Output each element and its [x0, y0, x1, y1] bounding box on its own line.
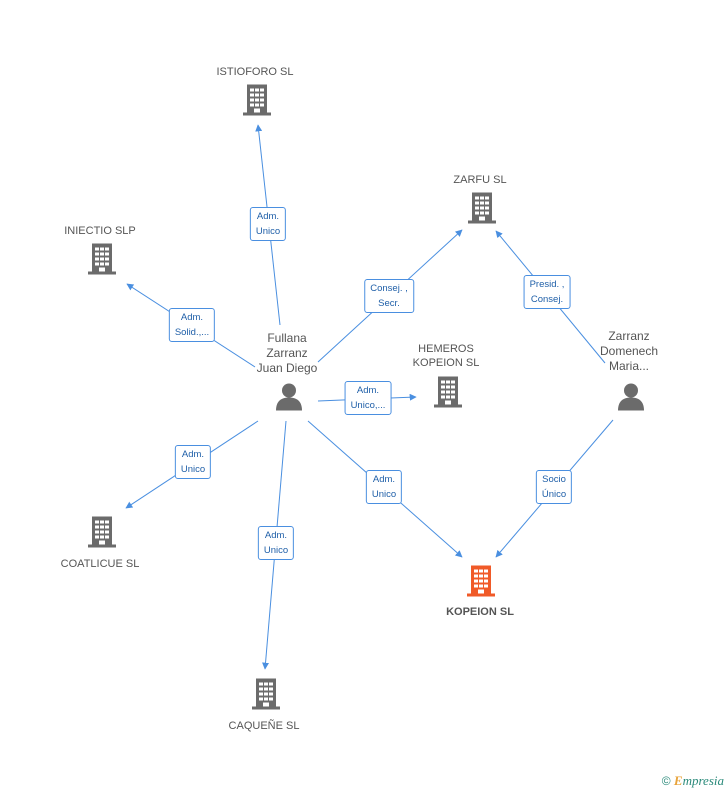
- edge-label-line1: Adm.: [372, 474, 396, 485]
- edge-label-line1: Adm.: [356, 385, 380, 396]
- zarfu-building-icon[interactable]: [466, 191, 498, 230]
- hemeros-label-line2: KOPEION SL: [412, 357, 480, 369]
- footer-brand: © Empresia: [662, 773, 724, 789]
- coatlicue-label: COATLICUE SL: [60, 558, 140, 570]
- edge-label-zarranz-zarfu[interactable]: Presid. , Consej.: [523, 275, 571, 309]
- coatlicue-building-icon[interactable]: [86, 515, 118, 554]
- edge-label-line1: Adm.: [181, 449, 205, 460]
- kopeion-building-icon[interactable]: [465, 564, 497, 603]
- hemeros-building-icon[interactable]: [432, 375, 464, 414]
- hemeros-label-line1: HEMEROS: [418, 343, 474, 355]
- zarranz-label-line3: Maria...: [608, 359, 649, 373]
- fullana-person-icon[interactable]: [274, 382, 304, 417]
- edge-label-fullana-coatlicue[interactable]: Adm. Unico: [174, 445, 212, 479]
- edge-label-fullana-caquene[interactable]: Adm. Unico: [257, 526, 295, 560]
- edge-label-line2: Unico: [263, 545, 289, 556]
- empresia-logo: Empresia: [673, 773, 724, 788]
- hemeros-label: HEMEROS KOPEION SL: [413, 342, 480, 370]
- edge-label-line1: Adm.: [264, 530, 288, 541]
- fullana-label: Fullana Zarranz Juan Diego: [257, 331, 318, 376]
- istioforo-label: ISTIOFORO SL: [216, 66, 294, 78]
- edge-label-fullana-iniectio[interactable]: Adm. Solid.,...: [168, 308, 216, 342]
- edge-label-fullana-istioforo[interactable]: Adm. Unico: [249, 207, 287, 241]
- edge-label-fullana-kopeion[interactable]: Adm. Unico: [365, 470, 403, 504]
- iniectio-building-icon[interactable]: [86, 242, 118, 281]
- edge-label-line2: Unico,...: [350, 400, 386, 411]
- edge-label-line1: Adm.: [180, 312, 204, 323]
- kopeion-label: KOPEION SL: [446, 606, 514, 618]
- edge-label-line2: Solid.,...: [174, 327, 210, 338]
- edge-label-line2: Unico: [371, 489, 397, 500]
- edge-label-fullana-hemeros[interactable]: Adm. Unico,...: [344, 381, 392, 415]
- edge-label-fullana-zarfu[interactable]: Consej. , Secr.: [364, 279, 414, 313]
- istioforo-building-icon[interactable]: [241, 83, 273, 122]
- edge-label-line1: Adm.: [256, 211, 280, 222]
- caquene-label: CAQUEÑE SL: [228, 720, 300, 732]
- caquene-building-icon[interactable]: [250, 677, 282, 716]
- edge-label-line2: Secr.: [378, 298, 400, 309]
- fullana-label-line1: Fullana: [267, 331, 307, 345]
- edge-label-line2: Único: [541, 489, 567, 500]
- edge-label-zarranz-kopeion[interactable]: Socio Único: [535, 470, 573, 504]
- copyright-symbol: ©: [661, 774, 671, 788]
- edge-label-line2: Unico: [255, 226, 281, 237]
- fullana-label-line2: Zarranz: [266, 346, 308, 360]
- edge-label-line1: Consej. ,: [370, 283, 408, 294]
- iniectio-label: INIECTIO SLP: [64, 225, 136, 237]
- edge-label-line1: Presid. ,: [529, 279, 565, 290]
- zarranz-person-icon[interactable]: [616, 382, 646, 417]
- edge-label-line2: Unico: [180, 464, 206, 475]
- edge-label-line1: Socio: [542, 474, 566, 485]
- zarranz-label-line1: Zarranz: [608, 329, 650, 343]
- zarfu-label: ZARFU SL: [453, 174, 507, 186]
- zarranz-label-line2: Domenech: [599, 344, 659, 358]
- zarranz-label: Zarranz Domenech Maria...: [600, 329, 658, 374]
- fullana-label-line3: Juan Diego: [256, 361, 318, 375]
- edge-label-line2: Consej.: [530, 294, 564, 305]
